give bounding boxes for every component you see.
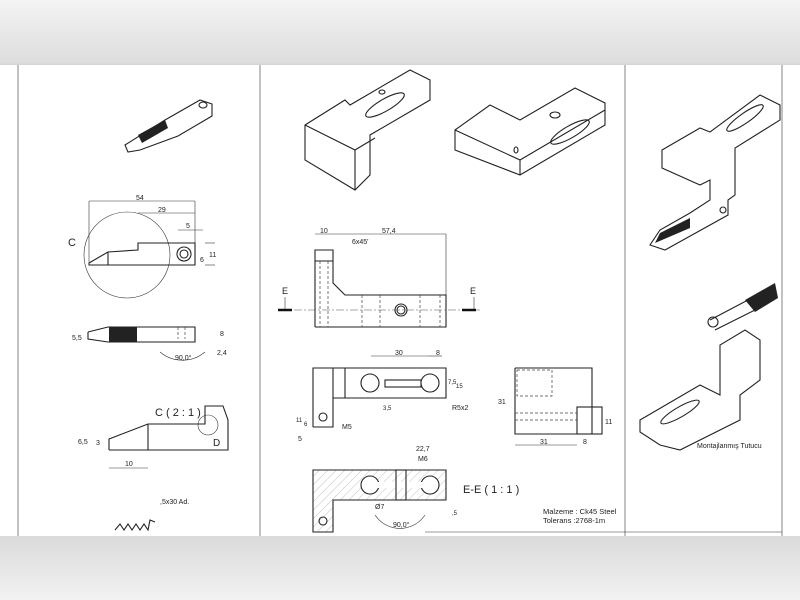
dim-6: 6 <box>200 257 204 264</box>
dim-8: 8 <box>583 439 587 446</box>
dim-31-width: 31 <box>540 439 548 446</box>
top-view-holder: 30 8 7,5 15 3,5 R5x2 11 6 5 M5 <box>296 350 468 443</box>
dim-3-5: 3,5 <box>383 406 392 412</box>
dim-6-5: 6,5 <box>78 439 88 446</box>
thread-note: ,5x30 Ad. <box>160 499 189 506</box>
dim-6: 6 <box>304 422 308 428</box>
dim-22-7: 22,7 <box>416 446 430 453</box>
material-note: Malzeme : Ck45 Steel <box>543 507 617 516</box>
chamfer-6x45: 6x45' <box>352 239 369 246</box>
detail-d-label: D <box>213 438 220 449</box>
section-view-e-e: 22,7 M6 Ø7 90,0° ,5 E-E ( 1 : 1 ) <box>312 446 519 533</box>
dim-5: ,5 <box>452 511 458 517</box>
dim-8: 8 <box>436 350 440 357</box>
section-title: E-E ( 1 : 1 ) <box>463 484 519 496</box>
dim-7-5: 7,5 <box>448 380 457 386</box>
iso-view-assembly-1 <box>649 94 781 251</box>
dim-11: 11 <box>296 418 303 424</box>
dim-2-4: 2,4 <box>217 350 227 357</box>
iso-view-holder-2 <box>454 87 606 176</box>
detail-c-label: C <box>68 237 76 249</box>
dim-10: 10 <box>320 228 328 235</box>
iso-view-clamp-jaw <box>124 99 213 153</box>
tolerance-note: Tolerans :2768-1m <box>543 516 605 525</box>
detail-view-c: C ( 2 : 1 ) D 6,5 3 10 <box>78 405 229 469</box>
blurred-bottom-band <box>0 536 800 600</box>
dim-r5x2: R5x2 <box>452 405 468 412</box>
side-view-holder: 31 11 31 8 <box>498 367 612 446</box>
dim-90: 90,0° <box>393 521 410 529</box>
dim-8: 8 <box>220 331 224 338</box>
dim-5-5: 5,5 <box>72 335 82 342</box>
dim-90: 90,0° <box>175 354 192 362</box>
blurred-top-band <box>0 0 800 65</box>
assembly-label: Montajlanmış Tutucu <box>697 443 762 450</box>
dim-m6: M6 <box>418 456 428 463</box>
dim-30: 30 <box>395 350 403 357</box>
dim-d7: Ø7 <box>375 504 384 511</box>
dim-10: 10 <box>125 461 133 468</box>
dim-5: 5 <box>186 223 190 230</box>
section-marker-right: E <box>470 286 476 296</box>
dim-29: 29 <box>158 207 166 214</box>
dim-11: 11 <box>605 419 612 426</box>
thread-detail: ,5x30 Ad. <box>114 499 189 532</box>
side-view-clamp-jaw: C 54 29 5 6 11 <box>68 195 216 299</box>
dim-5: 5 <box>298 436 302 443</box>
dim-15: 15 <box>456 384 463 390</box>
iso-view-holder-1 <box>304 69 431 191</box>
iso-view-assembly-2 <box>639 283 778 451</box>
dim-3: 3 <box>96 440 100 447</box>
m5-label: M5 <box>342 424 352 431</box>
dim-57-4: 57,4 <box>382 228 396 235</box>
sheet-frame <box>17 65 783 536</box>
dim-54: 54 <box>136 195 144 202</box>
dim-31-height: 31 <box>498 399 506 406</box>
top-view-clamp-jaw: 5,5 8 2,4 90,0° <box>72 326 227 362</box>
dim-11: 11 <box>209 252 216 259</box>
front-view-holder: 10 57,4 6x45' E E <box>278 228 480 328</box>
detail-view-title: C ( 2 : 1 ) <box>155 407 201 419</box>
section-marker-left: E <box>282 286 288 296</box>
